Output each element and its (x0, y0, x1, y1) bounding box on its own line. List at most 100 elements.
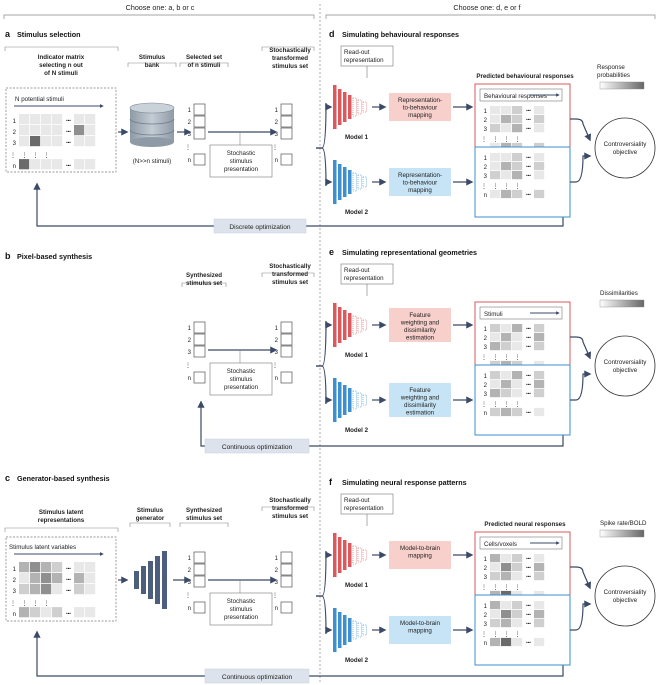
synth-label-b-2: stimulus set (186, 280, 222, 287)
latent-matrix: 1•••2•••3•••⋮⋮⋮⋮n••• (10, 562, 96, 618)
matrix-cell (30, 159, 41, 170)
text-row_labels-3: ⋮ (503, 631, 509, 638)
matrix-cell (512, 563, 523, 572)
matrix-cell (41, 125, 52, 136)
text-row_labels-3: ⋮ (272, 145, 278, 151)
stochastic-box-b (209, 362, 273, 396)
text-panels-d-model2: Model 2 (345, 209, 369, 216)
panel-a-title: Stimulus selection (17, 30, 81, 39)
transformed-label-a-2: transformed (272, 55, 308, 62)
matrix-cell (501, 171, 512, 180)
matrix-cell (41, 159, 52, 170)
text-row_labels-4: n (13, 612, 16, 618)
synth-label-c-1: Synthesized (186, 507, 222, 514)
matrix-cell (52, 125, 63, 136)
stochastic-box-c (209, 592, 273, 626)
matrix-cell (512, 153, 523, 162)
text-row_labels-1: 2 (188, 338, 192, 344)
matrix-cell (490, 389, 501, 398)
matrix-cell (85, 607, 96, 618)
matrix-cell (490, 124, 501, 133)
matrix-cell (52, 136, 63, 147)
network-layer (333, 378, 337, 422)
panel-b-title: Pixel-based synthesis (17, 252, 92, 261)
matrix-cell (19, 114, 30, 125)
mapping-box (389, 541, 451, 569)
matrix-cell (30, 125, 41, 136)
text-row_labels-3: ⋮ (185, 145, 191, 151)
matrix-cell (490, 554, 501, 563)
network-layer (352, 390, 357, 410)
matrix-cell (501, 619, 512, 628)
transformed-label-c-2: transformed (272, 505, 308, 512)
text-panels-e-objective-1: objective (613, 367, 638, 374)
network-layer (352, 97, 357, 117)
network-layer (338, 164, 342, 200)
stimulus-box (193, 371, 206, 384)
stimulus-box (280, 333, 293, 346)
matrix-cell (30, 584, 41, 595)
text-panels-e-mapping-2: dissimilarity (404, 402, 437, 409)
matrix-cell (534, 333, 545, 342)
stimulus-box (280, 127, 293, 140)
stimulus-box (280, 321, 293, 334)
stimulus-box (193, 551, 206, 564)
matrix-cell (501, 162, 512, 171)
stimulus-box (193, 345, 206, 358)
generator-layer (162, 551, 167, 609)
matrix-cell (490, 601, 501, 610)
text-panels-f-mapping-1: mapping (408, 628, 432, 635)
text-row_labels-4: n (188, 376, 191, 382)
transformed-label-b-2: transformed (272, 271, 308, 278)
text-ellipsis: ••• (66, 129, 71, 134)
network-layer (343, 385, 347, 415)
text-panels-d-mapping-1: to-behaviour (403, 105, 437, 112)
response-matrix: 1•••2•••3•••⋮⋮⋮⋮n••• (481, 106, 545, 152)
text-row_labels-3: ⋮ (21, 152, 27, 159)
text-row_labels-3: ⋮ (272, 593, 278, 599)
matrix-cell (512, 371, 523, 380)
text-panels-e-mapping-0: Feature (409, 312, 431, 319)
text-ellipsis: ••• (66, 163, 71, 168)
text-panels-e-objective-0: Controversiality (604, 359, 648, 366)
text-panels-e-readout-0: Read-out (344, 267, 370, 274)
text-ellipsis: ••• (526, 621, 531, 626)
text-panels-f-mapping-0: Model-to-brain (400, 620, 440, 627)
text-row_labels-3: ⋮ (514, 136, 520, 143)
latent-vars-label: Stimulus latent variables (9, 544, 76, 551)
network-layer (343, 167, 347, 197)
matrix-cell (501, 324, 512, 333)
matrix-cell (490, 380, 501, 389)
mapping-box (389, 168, 451, 196)
text-ellipsis: ••• (526, 326, 531, 331)
network-layer (362, 319, 367, 331)
response-matrix: 1•••2•••3•••⋮⋮⋮⋮n••• (481, 601, 545, 647)
stimulus-box (193, 563, 206, 576)
matrix-cell (534, 389, 545, 398)
matrix-cell (74, 114, 85, 125)
text-row_labels-3: ⋮ (514, 354, 520, 361)
matrix-cell (512, 106, 523, 115)
generator-layer (141, 566, 146, 594)
text-panels-d-predicted: Predicted behavioural responses (476, 73, 574, 80)
text-panels-e-mapping-1: weighting and (400, 320, 440, 327)
transformed-label-c-3: stimulus set (272, 513, 308, 520)
text-ellipsis: ••• (526, 335, 531, 340)
matrix-cell (85, 159, 96, 170)
matrix-cell (30, 573, 41, 584)
text-panels-f-letter: f (329, 477, 333, 487)
text-row_labels-3: ⋮ (32, 152, 38, 159)
controversiality-objective (594, 117, 656, 179)
colour-scale-bar (599, 529, 645, 538)
optimization-button-c (204, 668, 310, 684)
text-panels-f-readout-1: representation (344, 505, 384, 512)
matrix-cell (501, 189, 512, 199)
colour-scale-bar (599, 299, 645, 308)
text-ellipsis: ••• (526, 173, 531, 178)
matrix-cell (490, 171, 501, 180)
text-row_labels-2: 3 (275, 580, 279, 586)
text-ellipsis: ••• (526, 603, 531, 608)
matrix-cell (74, 584, 85, 595)
panel-b: b Pixel-based synthesis Synthesized stim… (5, 251, 564, 454)
